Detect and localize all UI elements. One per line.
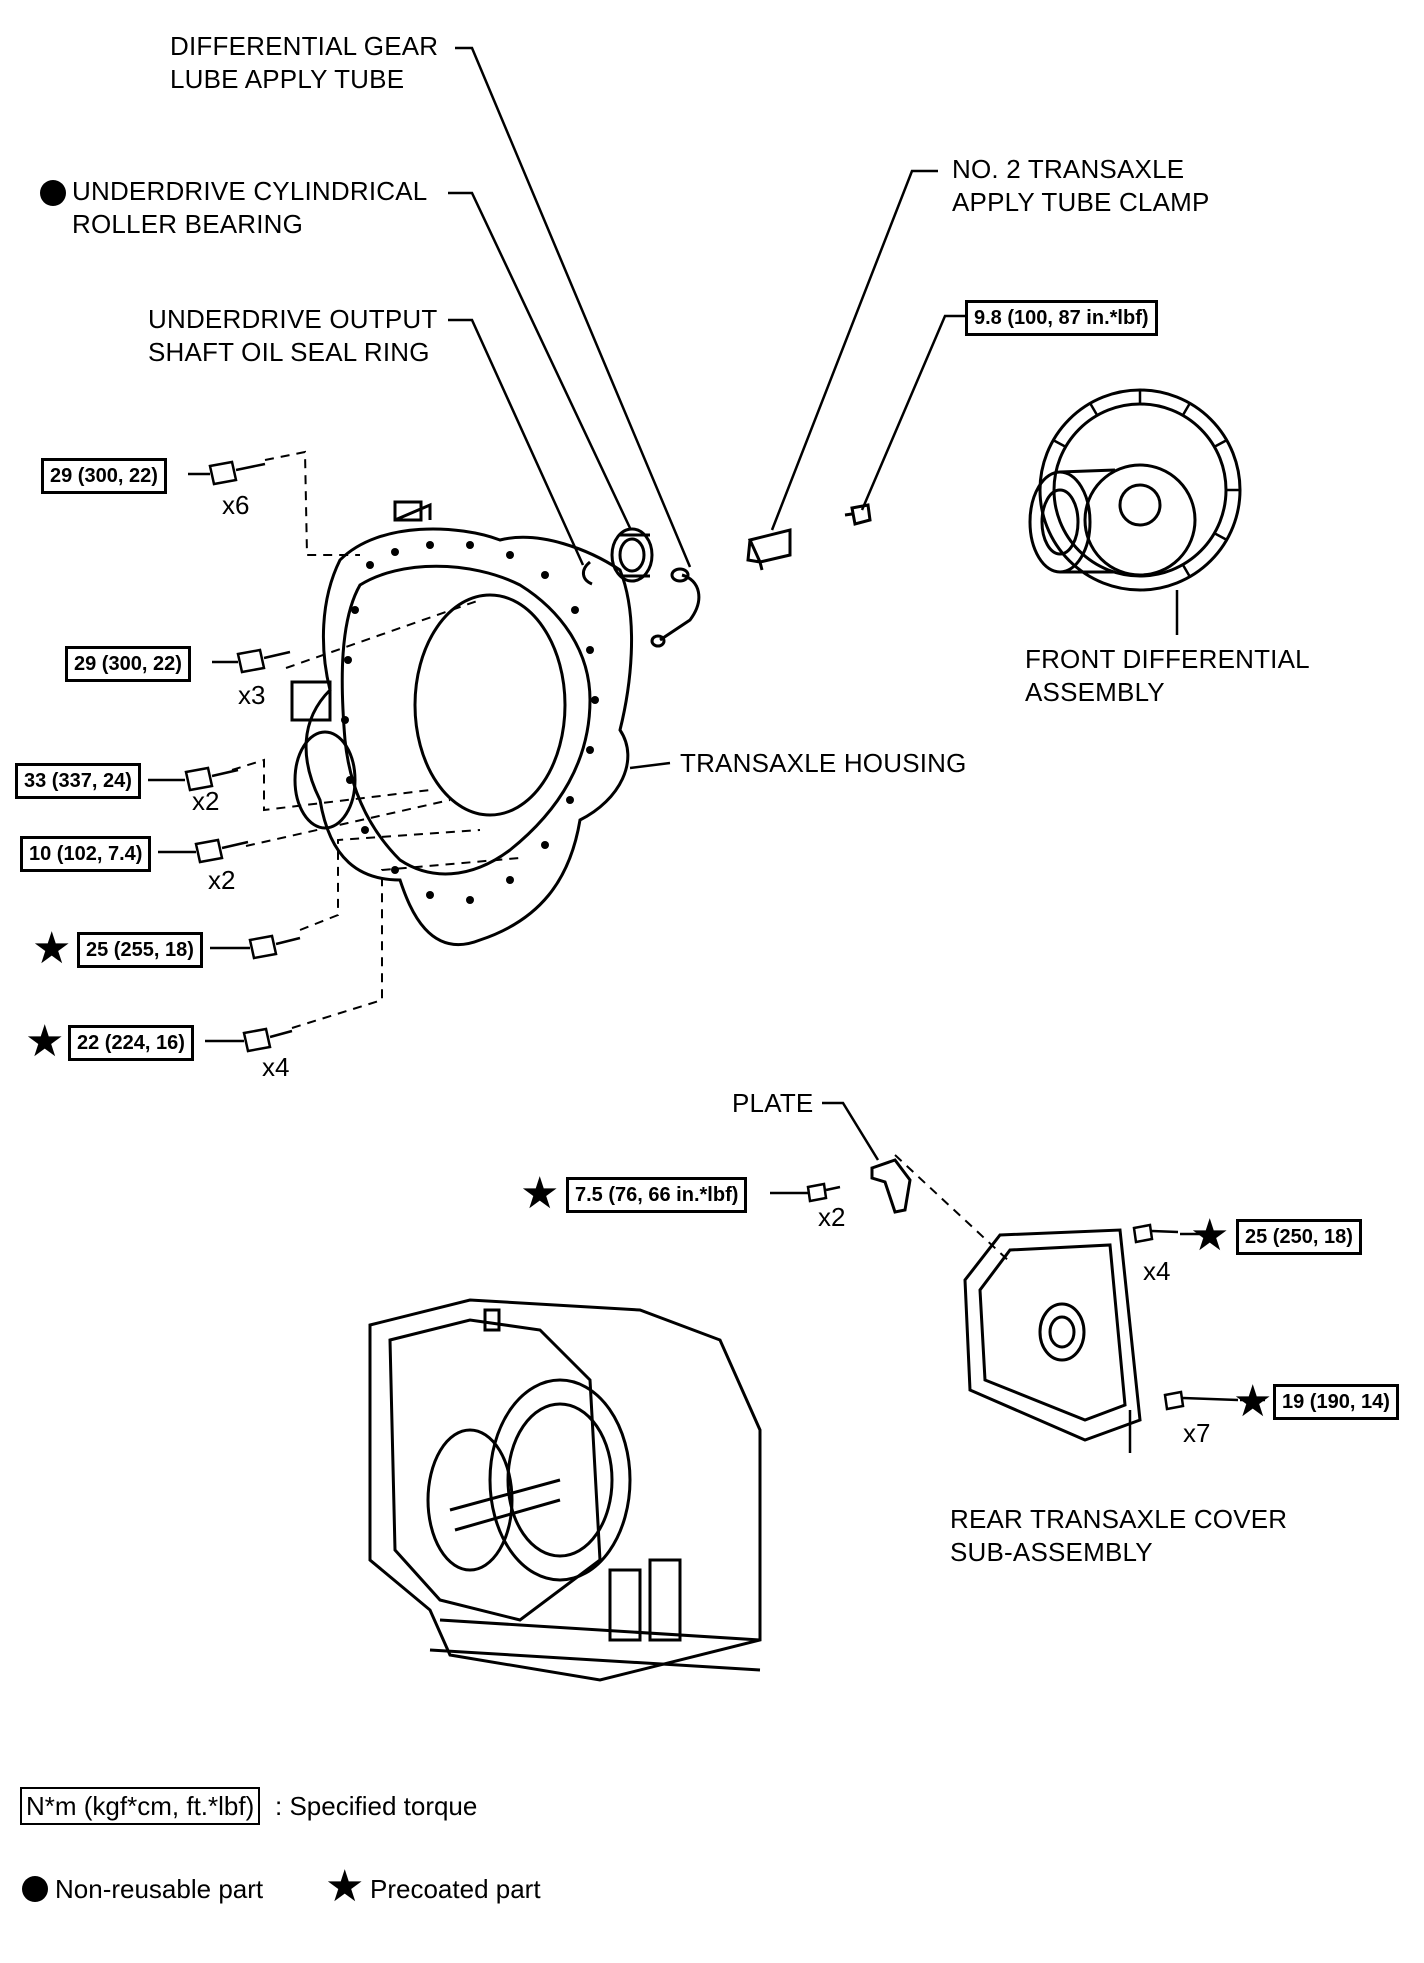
precoated-star-icon: ★ [25,1017,65,1066]
qty-x6: x6 [222,490,250,520]
torque-box-25-250: 25 (250, 18) [1236,1219,1362,1255]
torque-box-25-255: 25 (255, 18) [77,932,203,968]
lube-tube-drawing [659,573,701,642]
transaxle-case-drawing [368,1298,762,1682]
torque-box-9-8: 9.8 (100, 87 in.*lbf) [965,300,1158,336]
front-differential-drawing [1028,388,1242,592]
qty-x2: x2 [208,865,236,895]
legend-precoated-star-icon: ★ [325,1862,365,1911]
qty-x4: x4 [1143,1256,1171,1286]
qty-x2: x2 [192,786,220,816]
seal-ring-drawing [582,560,593,586]
label-ud-seal-line2: SHAFT OIL SEAL RING [148,337,430,367]
precoated-star-icon: ★ [520,1169,560,1218]
label-ud-bearing-line1: UNDERDRIVE CYLINDRICAL [72,176,428,206]
leader-clamp [770,169,938,531]
bearing-drawing [610,527,654,583]
precoated-star-icon: ★ [32,924,72,973]
qty-x2: x2 [818,1202,846,1232]
leader-ud-bearing [448,191,632,529]
label-diff-lube-tube-line1: DIFFERENTIAL GEAR [170,31,439,61]
label-plate: PLATE [732,1088,814,1118]
label-clamp-line2: APPLY TUBE CLAMP [952,187,1210,217]
torque-box-19: 19 (190, 14) [1273,1384,1399,1420]
torque-box-housing-x6: 29 (300, 22) [41,458,167,494]
transaxle-housing-drawing [290,500,633,947]
torque-box-housing-x3: 29 (300, 22) [65,646,191,682]
torque-box-22: 22 (224, 16) [68,1025,194,1061]
legend-torque-text: : Specified torque [275,1791,478,1821]
leader-9-8 [860,314,965,511]
label-clamp-line1: NO. 2 TRANSAXLE [952,154,1185,184]
label-housing: TRANSAXLE HOUSING [680,748,967,778]
qty-x7: x7 [1183,1418,1211,1448]
clamp-bolt-drawing [844,503,872,526]
label-rear-cover-line1: REAR TRANSAXLE COVER [950,1504,1288,1534]
clamp-drawing [746,528,792,571]
label-rear-cover-line2: SUB-ASSEMBLY [950,1537,1153,1567]
label-front-diff-line1: FRONT DIFFERENTIAL [1025,644,1310,674]
rear-cover-drawing [963,1228,1142,1442]
legend-torque-unit-box: N*m (kgf*cm, ft.*lbf) [20,1787,261,1825]
qty-x4: x4 [262,1052,290,1082]
torque-box-10: 10 (102, 7.4) [20,836,152,872]
label-ud-seal-line1: UNDERDRIVE OUTPUT [148,304,438,334]
label-ud-bearing-line2: ROLLER BEARING [72,209,304,239]
legend-precoated: Precoated part [370,1874,541,1904]
legend-nonreusable: Non-reusable part [55,1874,264,1904]
nonreusable-mark [40,180,66,206]
precoated-star-icon: ★ [1190,1211,1230,1260]
leader-ud-seal [448,318,585,566]
precoated-star-icon: ★ [1233,1377,1273,1426]
leader-diff-lube-tube [455,46,692,568]
qty-x3: x3 [238,680,266,710]
leader-housing [629,761,671,770]
plate-drawing [870,1158,912,1214]
torque-box-7-5: 7.5 (76, 66 in.*lbf) [566,1177,748,1213]
label-front-diff-line2: ASSEMBLY [1025,677,1165,707]
label-diff-lube-tube-line2: LUBE APPLY TUBE [170,64,405,94]
legend-nonreusable-dot-icon [22,1876,48,1902]
leader-plate [822,1101,880,1161]
torque-box-33: 33 (337, 24) [15,763,141,799]
